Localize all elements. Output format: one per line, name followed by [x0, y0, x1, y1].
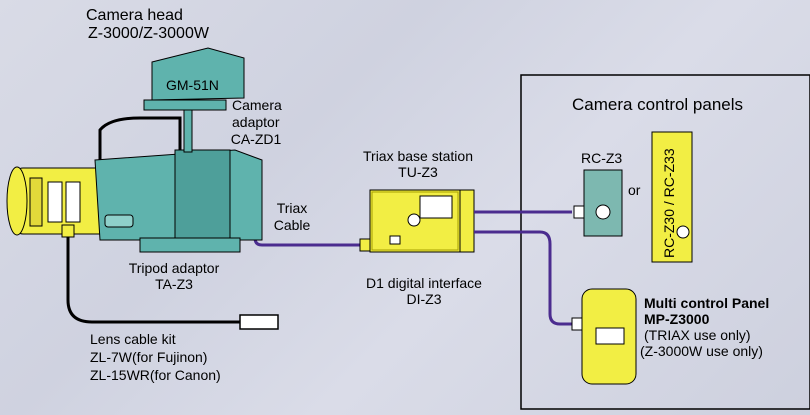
digital-interface-unit [459, 189, 475, 253]
mp-z3000-device [571, 288, 637, 385]
mp-note1: (TRIAX use only) [644, 327, 751, 343]
mp-model: MP-Z3000 [644, 311, 710, 327]
mp-title: Multi control Panel [644, 295, 770, 311]
camera-adaptor-model: CA-ZD1 [230, 131, 282, 147]
control-panels-frame [520, 74, 810, 410]
camera-head-title: Camera head [86, 7, 183, 24]
viewfinder-label: GM-51N [166, 77, 219, 93]
lens-cable-title: Lens cable kit [90, 331, 176, 347]
lens-cable [66, 235, 240, 324]
or-label: or [628, 182, 641, 198]
digital-interface-title: D1 digital interface [366, 275, 482, 291]
cable-to-mp-z3000 [474, 230, 574, 326]
triax-base-station [369, 189, 461, 253]
control-panels-title: Camera control panels [572, 95, 744, 114]
rc-z30-label: RC-Z30 / RC-Z33 [661, 148, 677, 258]
mp-note2: (Z-3000W use only) [640, 343, 763, 359]
camera-head-model: Z-3000/Z-3000W [88, 25, 209, 42]
digital-interface-model: DI-Z3 [406, 291, 442, 307]
camera-adaptor-line2: adaptor [232, 114, 280, 130]
rc-z3-device [573, 169, 623, 237]
base-station-title: Triax base station [363, 148, 473, 164]
camera-adaptor-line1: Camera [232, 97, 282, 113]
lens-cable-line1: ZL-7W(for Fujinon) [90, 349, 208, 365]
rc-z30-device [651, 131, 693, 263]
triax-cable-line1: Triax [276, 200, 308, 216]
triax-cable-line2: Cable [273, 217, 311, 233]
rc-z3-label: RC-Z3 [581, 150, 623, 166]
tripod-adaptor-model: TA-Z3 [155, 276, 193, 292]
tripod-adaptor-title: Tripod adaptor [128, 260, 220, 276]
lens-cable-line2: ZL-15WR(for Canon) [90, 367, 221, 383]
lens-cable-connector [239, 314, 279, 330]
camera-head [6, 47, 263, 253]
base-station-model: TU-Z3 [398, 164, 438, 180]
